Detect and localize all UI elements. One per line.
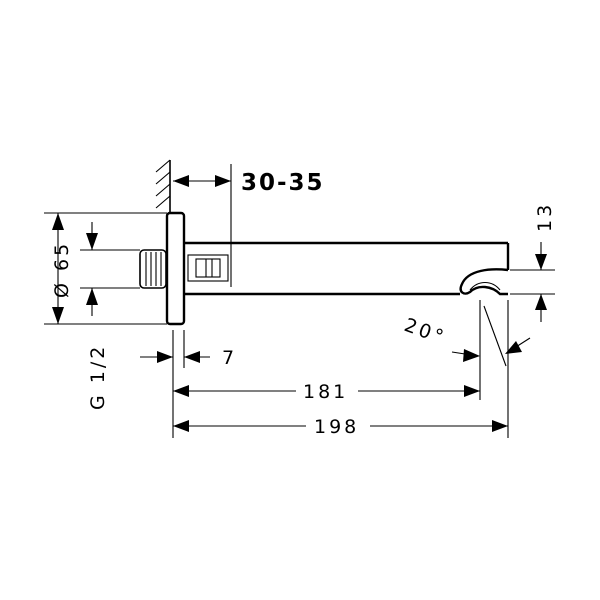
dim-height-outlet-label: 13: [534, 202, 556, 232]
dim-wall-range-label: 30-35: [241, 170, 325, 196]
dim-diameter: Ø 65: [51, 213, 73, 324]
dim-length-total: 198: [173, 416, 508, 438]
wall-flange: [165, 211, 186, 326]
dim-flange-label: 7: [222, 347, 237, 369]
spout-body: [184, 241, 510, 296]
dim-thread: G 1/2: [86, 222, 109, 410]
extension-lines: [44, 164, 555, 438]
dim-diameter-label: Ø 65: [51, 241, 73, 298]
dim-length-outlet: 181: [173, 381, 480, 403]
wall-hatch: [155, 159, 171, 212]
dim-length-outlet-label: 181: [303, 381, 348, 403]
dim-length-total-label: 198: [314, 416, 359, 438]
dim-wall-range: 30-35: [173, 170, 325, 196]
dim-height-outlet: 13: [534, 202, 556, 322]
dim-thread-label: G 1/2: [87, 344, 109, 410]
dim-angle-label: 20°: [401, 314, 449, 349]
dim-flange: 7: [140, 347, 237, 369]
threaded-connector: [139, 249, 167, 289]
dim-angle: 20°: [401, 314, 531, 362]
